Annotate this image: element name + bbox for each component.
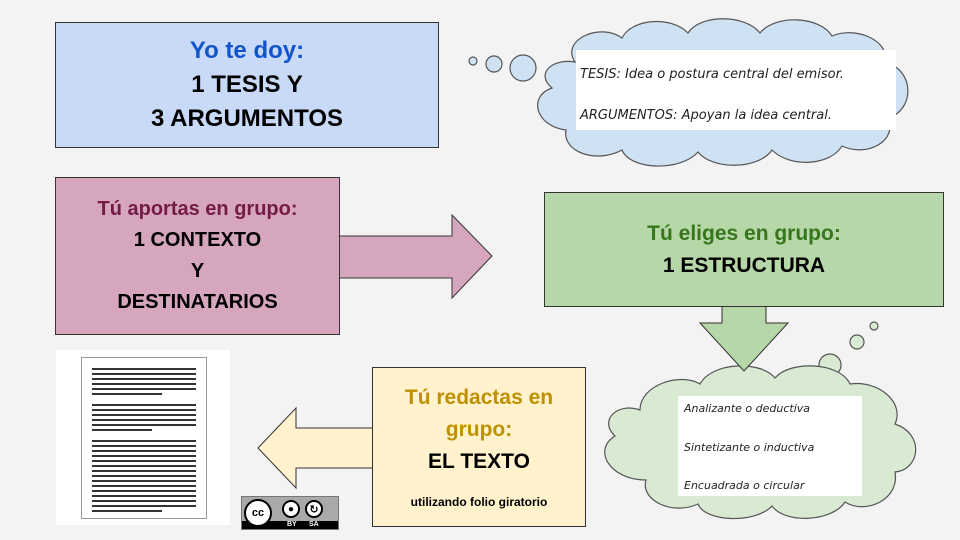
cloud-tesis-line-2: ARGUMENTOS: Apoyan la idea central. [580,108,832,123]
cc-license-badge: cc ● ↻ BY SA [241,496,339,530]
estructura-item-3: Encuadrada o circular [684,479,805,492]
document-icon [56,350,230,525]
box-yo-te-doy: Yo te doy: 1 TESIS Y 3 ARGUMENTOS [55,22,439,148]
box-redactas-texto: EL TEXTO [428,450,530,473]
box-aportas-y: Y [190,260,205,282]
box-aportas-contexto: 1 CONTEXTO [133,229,262,251]
box-aportas-heading: Tú aportas en grupo: [97,198,298,220]
arrow-down-shape [698,305,790,372]
cloud-tesis-line-1: TESIS: Idea o postura central del emisor… [580,67,844,82]
box-redactas-heading-1: Tú redactas en [404,386,554,409]
box-tu-aportas: Tú aportas en grupo: 1 CONTEXTO Y DESTIN… [55,177,340,335]
cc-by-label: BY [287,521,297,528]
cc-sa-label: SA [309,521,319,528]
cc-logo-icon: cc [244,499,272,527]
cloud-estructuras-text: Analizante o deductiva Sintetizante o in… [678,396,862,496]
box-yo-tesis: 1 TESIS Y [191,71,303,98]
arrow-left [257,406,374,490]
box-eliges-estructura: 1 ESTRUCTURA [662,253,826,277]
cloud-tesis-text: TESIS: Idea o postura central del emisor… [576,50,896,130]
box-aportas-destinatarios: DESTINATARIOS [117,291,278,313]
box-yo-heading: Yo te doy: [189,37,305,64]
estructura-item-2: Sintetizante o inductiva [684,441,815,454]
by-person-icon: ● [282,500,300,518]
estructura-item-1: Analizante o deductiva [684,402,811,415]
box-tu-eliges: Tú eliges en grupo: 1 ESTRUCTURA [544,192,944,307]
share-alike-icon: ↻ [305,500,323,518]
box-tu-redactas: Tú redactas en grupo: EL TEXTO utilizand… [372,367,586,527]
box-redactas-heading-2: grupo: [445,418,513,441]
arrow-right [338,213,493,300]
box-redactas-note: utilizando folio giratorio [410,495,548,509]
box-eliges-heading: Tú eliges en grupo: [647,221,841,245]
document-page [81,357,207,519]
box-yo-argumentos: 3 ARGUMENTOS [150,105,344,132]
